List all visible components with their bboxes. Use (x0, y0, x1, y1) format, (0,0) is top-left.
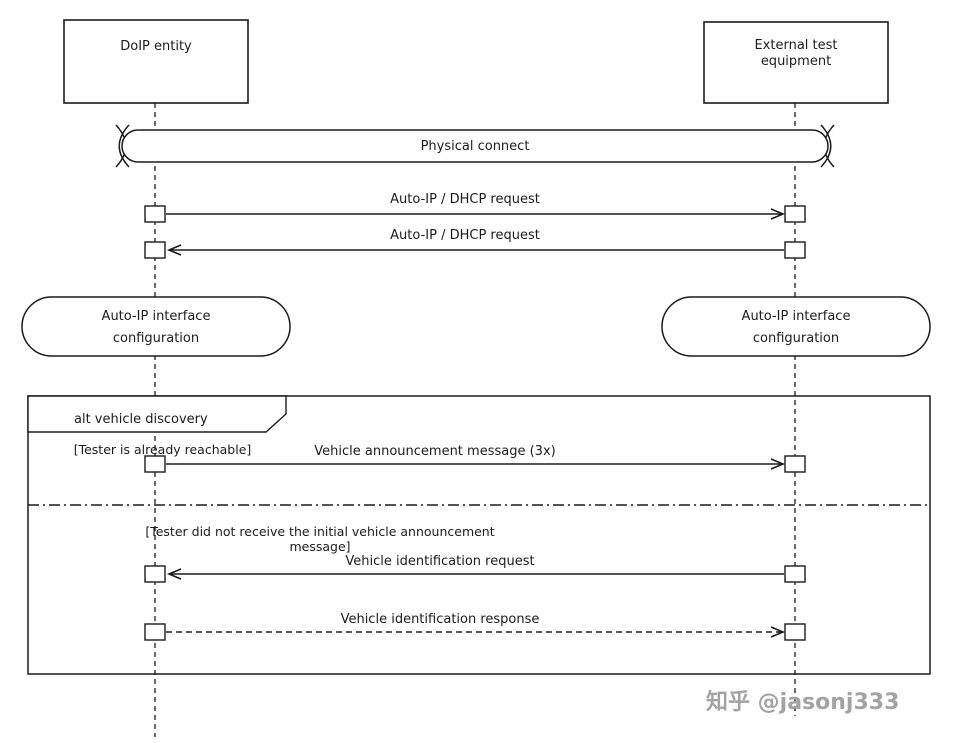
watermark-text: 知乎 @jasonj333 (706, 690, 900, 715)
actor-box-test-equipment (703, 21, 889, 104)
activation-box (784, 241, 806, 259)
activation-box (144, 205, 166, 223)
activation-box (144, 455, 166, 473)
alt-frame (27, 395, 931, 675)
actor-box-doip-entity (63, 19, 249, 104)
physical-connect-capsule (121, 129, 829, 163)
state-capsule-tester (661, 296, 931, 357)
activation-box (784, 455, 806, 473)
state-capsule-doip (21, 296, 291, 357)
activation-box (784, 205, 806, 223)
activation-box (144, 623, 166, 641)
activation-box (784, 623, 806, 641)
alt-frame-label-pentagon (27, 395, 287, 433)
activation-box (144, 241, 166, 259)
physical-connect-end-right-arc-1 (820, 124, 832, 168)
activation-box (144, 565, 166, 583)
activation-box (784, 565, 806, 583)
physical-connect-end-left-arc-2 (118, 124, 130, 168)
